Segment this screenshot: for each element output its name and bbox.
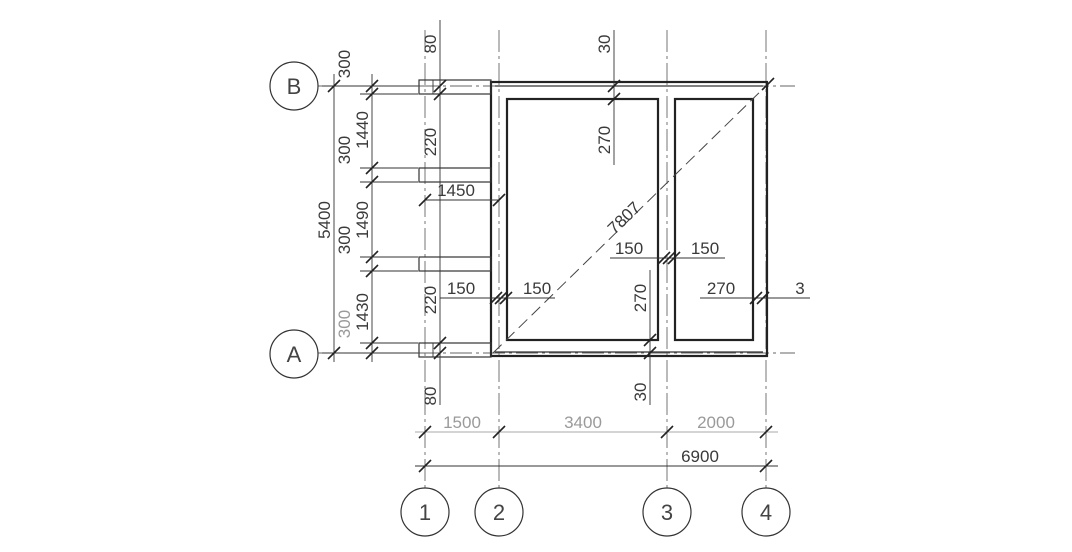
dim-270-mid: 270 — [631, 284, 650, 312]
tick — [494, 291, 508, 305]
dim-300-3: 300 — [335, 226, 354, 254]
axis-bubble-3: 3 — [642, 487, 692, 537]
dim-3: 3 — [795, 279, 804, 298]
tick — [643, 346, 657, 360]
axis-label-b: B — [287, 74, 302, 99]
dim-7807: 7807 — [604, 198, 644, 238]
dim-5400: 5400 — [315, 201, 334, 239]
tick — [489, 291, 503, 305]
dim-270-right: 270 — [707, 279, 735, 298]
dim-80-top: 80 — [421, 35, 440, 54]
dim-300-top: 300 — [335, 50, 354, 78]
axis-bubble-2: 2 — [474, 487, 524, 537]
tick — [499, 291, 513, 305]
dim-30-top: 30 — [595, 35, 614, 54]
dim-3400: 3400 — [564, 413, 602, 432]
dim-1450: 1450 — [437, 181, 475, 200]
dim-1430: 1430 — [353, 293, 372, 331]
tick — [365, 250, 379, 264]
beam-2 — [418, 167, 492, 183]
tick — [418, 459, 432, 473]
dim-80-bottom: 80 — [421, 387, 440, 406]
tick — [492, 425, 506, 439]
axis-bubbles: B A 1 2 3 4 — [269, 61, 791, 537]
tick — [492, 193, 506, 207]
dimension-texts: 5400 300 1440 300 1490 300 1430 300 80 8… — [315, 35, 805, 466]
tick — [433, 336, 447, 350]
bottom-dimension-lines — [415, 431, 778, 467]
tick — [365, 79, 379, 93]
dim-1500: 1500 — [443, 413, 481, 432]
tick — [607, 79, 621, 93]
outer-frame — [489, 80, 769, 358]
tick — [327, 79, 341, 93]
cantilever-beams — [418, 79, 492, 358]
tick — [657, 251, 671, 265]
axis-label-1: 1 — [419, 500, 431, 525]
dim-150-mid-left: 150 — [615, 239, 643, 258]
tick — [365, 161, 379, 175]
tick — [643, 333, 657, 347]
dim-150-b: 150 — [523, 279, 551, 298]
tick — [761, 77, 775, 91]
dim-2000: 2000 — [697, 413, 735, 432]
axis-bubble-a: A — [269, 329, 319, 379]
tick — [749, 291, 763, 305]
tick — [365, 264, 379, 278]
beam-top — [418, 79, 492, 95]
tick — [756, 291, 770, 305]
tick — [365, 336, 379, 350]
tick — [759, 425, 773, 439]
dim-270-top: 270 — [595, 126, 614, 154]
tick — [433, 87, 447, 101]
dim-6900: 6900 — [681, 447, 719, 466]
dim-300-bottom: 300 — [335, 310, 354, 338]
tick — [433, 346, 447, 360]
tick — [418, 193, 432, 207]
tick — [365, 346, 379, 360]
room-right — [673, 97, 755, 342]
tick — [327, 346, 341, 360]
tick — [418, 425, 432, 439]
room-left — [505, 97, 660, 342]
walls — [489, 80, 769, 358]
diagonal-line — [492, 83, 769, 354]
dim-300-2: 300 — [335, 136, 354, 164]
axis-bubble-b: B — [269, 61, 319, 111]
dim-150-mid-right: 150 — [691, 239, 719, 258]
dim-30-bottom: 30 — [631, 383, 650, 402]
tick-marks — [327, 77, 775, 473]
beam-bottom — [418, 342, 492, 358]
dim-220-bottom: 220 — [421, 286, 440, 314]
tick — [660, 425, 674, 439]
tick — [607, 92, 621, 106]
axis-label-a: A — [287, 342, 302, 367]
axis-label-4: 4 — [760, 500, 772, 525]
left-dimension-lines — [322, 20, 555, 405]
axis-bubble-1: 1 — [400, 487, 450, 537]
tick — [365, 87, 379, 101]
dim-1440: 1440 — [353, 111, 372, 149]
dim-1490: 1490 — [353, 201, 372, 239]
axis-label-2: 2 — [493, 500, 505, 525]
axis-bubble-4: 4 — [741, 487, 791, 537]
tick — [759, 459, 773, 473]
tick — [667, 251, 681, 265]
tick — [662, 251, 676, 265]
dim-220-top: 220 — [421, 128, 440, 156]
tick — [365, 175, 379, 189]
beam-3 — [418, 256, 492, 272]
axis-label-3: 3 — [661, 500, 673, 525]
tick — [433, 79, 447, 93]
dim-150-a: 150 — [447, 279, 475, 298]
